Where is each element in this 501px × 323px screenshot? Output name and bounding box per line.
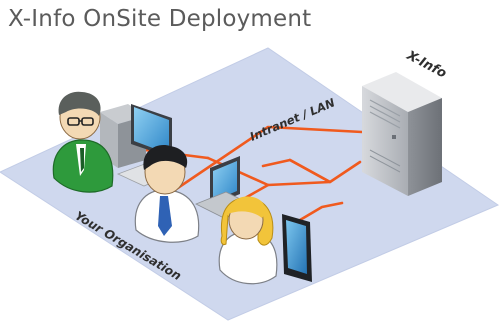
person-blonde-icon bbox=[218, 196, 278, 285]
tablet-icon bbox=[282, 214, 312, 282]
server-icon bbox=[362, 72, 442, 196]
server-label: X-Info bbox=[403, 48, 449, 82]
person-tie-icon bbox=[134, 145, 200, 243]
person-glasses-icon bbox=[52, 91, 114, 193]
desktop-computer-icon bbox=[100, 104, 178, 187]
page-title: X-Info OnSite Deployment bbox=[8, 6, 312, 32]
laptop-icon bbox=[195, 156, 255, 219]
